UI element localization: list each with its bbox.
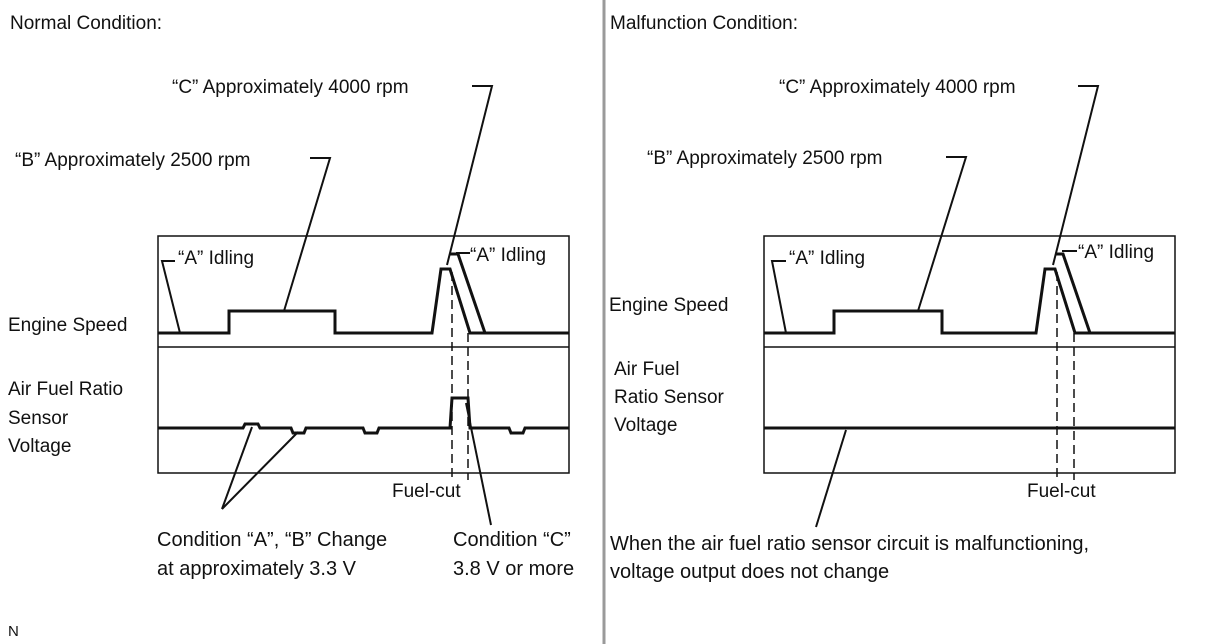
leader-cond-a <box>221 426 253 510</box>
afr-label-line-1: Air Fuel Ratio <box>8 379 123 400</box>
afr-voltage-trace <box>158 396 569 435</box>
label-c-rpm-right: “C” Approximately 4000 rpm <box>779 77 1016 98</box>
normal-condition-panel: Normal Condition: “C” Approximately 4000… <box>8 13 574 640</box>
malfunction-line-2: voltage output does not change <box>610 561 889 583</box>
engine-speed-label-right: Engine Speed <box>609 295 728 316</box>
leader-cond-b <box>221 431 299 510</box>
idle-a-left-label: “A” Idling <box>178 248 254 269</box>
engine-speed-trace <box>158 267 569 335</box>
engine-speed-decel-edge-right <box>1055 252 1092 334</box>
engine-speed-trace-right <box>764 267 1175 335</box>
leader-b-right <box>917 156 968 312</box>
cond-ab-line-2: at approximately 3.3 V <box>157 558 357 580</box>
malfunction-condition-panel: Malfunction Condition: “C” Approximately… <box>609 13 1176 583</box>
leader-a-left <box>160 260 181 334</box>
cond-c-line-1: Condition “C” <box>453 529 571 551</box>
afr-label-line-3-right: Voltage <box>614 415 677 436</box>
afr-label-line-2-right: Ratio Sensor <box>614 387 725 408</box>
label-b-rpm: “B” Approximately 2500 rpm <box>15 150 251 171</box>
leader-c-right <box>1052 85 1100 266</box>
leader-a-left-right <box>770 260 787 334</box>
leader-malfunction <box>815 429 847 528</box>
malfunction-line-1: When the air fuel ratio sensor circuit i… <box>610 533 1089 555</box>
afr-label-line-1-right: Air Fuel <box>614 359 679 380</box>
cond-c-line-2: 3.8 V or more <box>453 558 574 580</box>
fuel-cut-label: Fuel-cut <box>392 481 461 502</box>
chart-frame <box>157 235 570 474</box>
chart-frame-right <box>763 235 1176 474</box>
engine-speed-label: Engine Speed <box>8 315 127 336</box>
leader-b <box>283 157 332 312</box>
idle-a-right-label: “A” Idling <box>470 245 546 266</box>
afr-label-line-3: Voltage <box>8 436 71 457</box>
label-c-rpm: “C” Approximately 4000 rpm <box>172 77 409 98</box>
malfunction-condition-heading: Malfunction Condition: <box>610 13 798 34</box>
cond-ab-line-1: Condition “A”, “B” Change <box>157 529 387 551</box>
fuel-cut-label-right: Fuel-cut <box>1027 481 1096 502</box>
idle-a-left-label-right: “A” Idling <box>789 248 865 269</box>
leader-cond-c <box>465 402 492 526</box>
footer-mark: N <box>8 623 19 640</box>
leader-c <box>446 85 494 266</box>
idle-a-right-label-right: “A” Idling <box>1078 242 1154 263</box>
afr-label-line-2: Sensor <box>8 408 69 429</box>
label-b-rpm-right: “B” Approximately 2500 rpm <box>647 148 883 169</box>
normal-condition-heading: Normal Condition: <box>10 13 162 34</box>
